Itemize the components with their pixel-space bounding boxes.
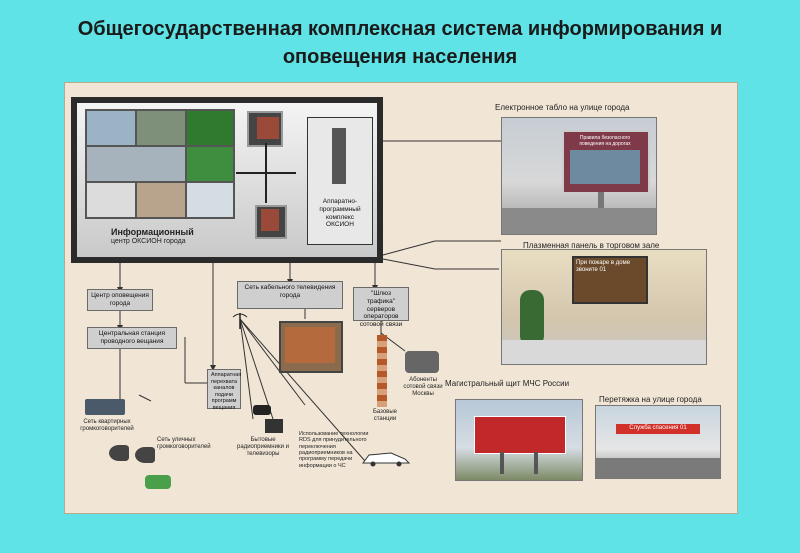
apk-rack: Аппаратно-программный комплекс ОКСИОН: [307, 117, 373, 245]
antenna-icon: [232, 313, 248, 329]
cell-tower-icon: [377, 335, 387, 407]
street-board-photo: Правила безопасного поведения на дорогах: [501, 117, 657, 235]
cellular-label: Абоненты сотовой связи Москвы: [403, 377, 443, 397]
rds-label: Использование технологии RDS для принуди…: [299, 431, 369, 469]
alert-center-node: Центр оповещения города: [87, 289, 153, 311]
central-station-node: Центральная станция проводного вещания: [87, 327, 177, 349]
loudspeaker-icon-2: [135, 447, 155, 463]
diagram-board: Аппаратно-программный комплекс ОКСИОН Ин…: [64, 82, 738, 514]
radio-tv-label: Бытовые радиоприемники и телевизоры: [237, 437, 289, 457]
board-screen-text: Правила безопасного поведения на дорогах: [579, 135, 631, 147]
loudspeaker-icon: [109, 445, 129, 461]
gateway-node: "Шлюз трафика" серверов операторов сотов…: [353, 287, 409, 328]
mall-panel-photo: При пожаре в доме звоните 01: [501, 249, 707, 365]
mchs-board-photo: [455, 399, 583, 481]
tv-icon: [265, 419, 283, 433]
info-center-label-1: Информационный: [111, 227, 194, 237]
street-board-label: Електронное табло на улице города: [495, 103, 630, 112]
page-title-line1: Общегосударственная комплексная система …: [77, 18, 723, 40]
towers-label: Базовые станции: [372, 409, 398, 422]
apartment-speakers-label: Сеть квартирных громкоговорителей: [80, 419, 134, 432]
car-icon: [145, 475, 171, 489]
video-wall: [85, 109, 235, 219]
mall-screen-text: При пожаре в доме звоните 01: [576, 260, 631, 273]
vehicle-icon: [362, 452, 411, 467]
mchs-board-label: Магистральный щит МЧС России: [445, 379, 570, 388]
cellphones-icon: [405, 351, 439, 373]
speaker-icon: [85, 399, 125, 415]
network-cross: [236, 143, 296, 203]
info-center-label-2: центр ОКСИОН города: [111, 238, 186, 245]
banner-photo: Служба спасения 01: [595, 405, 721, 479]
cable-tv-node: Сеть кабельного телевидения города: [237, 281, 343, 309]
info-center-frame: Аппаратно-программный комплекс ОКСИОН Ин…: [71, 97, 383, 263]
connector-lines: [117, 140, 501, 462]
banner-label: Перетяжка на улице города: [599, 395, 702, 404]
apparatus-node: Аппаратная перехвата каналов подачи прог…: [207, 369, 241, 411]
radio-icon: [253, 405, 271, 415]
banner-text: Служба спасения 01: [629, 425, 687, 431]
mall-panel-label: Плазменная панель в торговом зале: [523, 241, 660, 250]
tv-photo: [279, 321, 343, 373]
apk-label: Аппаратно-программный комплекс ОКСИОН: [319, 198, 361, 229]
street-speakers-label: Сеть уличных громкоговорителей: [157, 437, 211, 450]
page-title-line2: оповещения населения: [282, 46, 518, 68]
